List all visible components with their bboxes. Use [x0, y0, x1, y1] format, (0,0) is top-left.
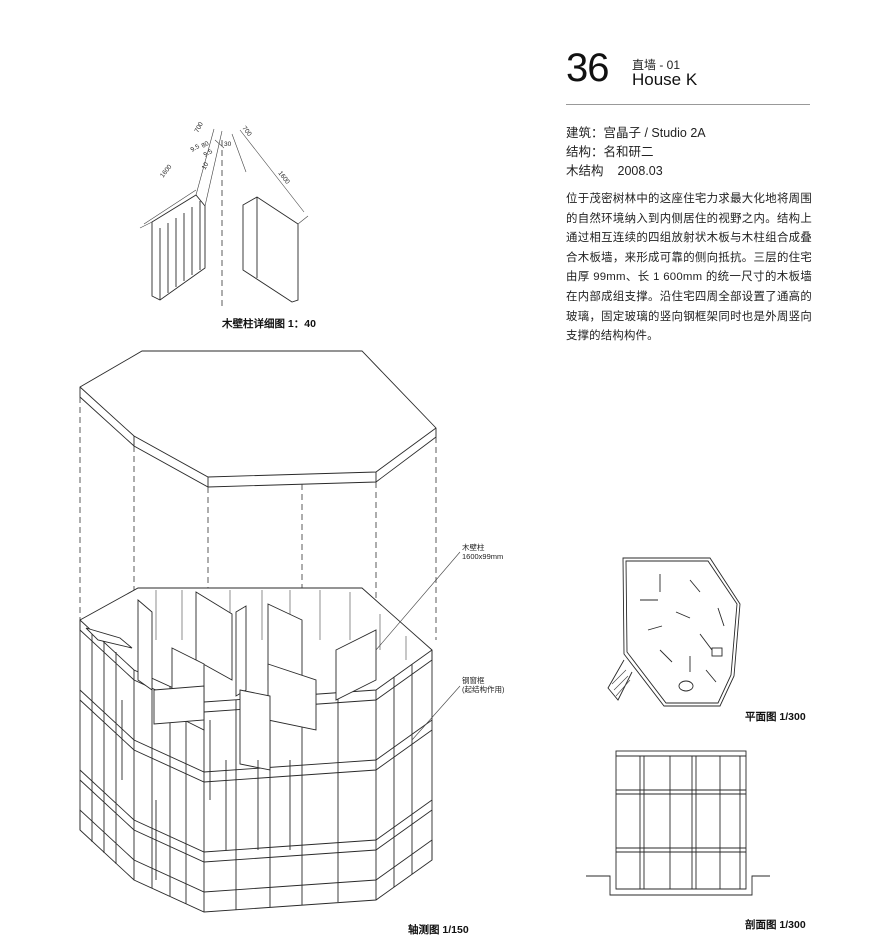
credit-timber: 木结构 2008.03 [566, 160, 663, 179]
section-label: 直墙 - 01 [632, 58, 681, 72]
dim-10: 10 [201, 161, 211, 171]
header-divider [566, 104, 810, 105]
annotation-steel-frame-name: 钢窗框 [462, 676, 485, 685]
annotation-timber-post: 木壁柱 1600x99mm [462, 543, 503, 561]
annotation-timber-post-size: 1600x99mm [462, 552, 504, 561]
dim-700-right: 700 [240, 125, 252, 138]
dim-700-left: 700 [194, 121, 205, 134]
annotation-timber-post-name: 木壁柱 [462, 543, 485, 552]
caption-section: 剖面图 1/300 [745, 919, 806, 931]
annotation-steel-frame: 钢窗框 (起结构作用) [462, 676, 505, 694]
axo-steel-frame [79, 590, 433, 912]
caption-detail: 木壁柱详细图 1：40 [222, 318, 316, 330]
dim-9-5-b: 9.5 [203, 148, 215, 159]
credit-structure: 结构：名和研二 [566, 145, 654, 159]
plan-outline [622, 557, 741, 707]
project-description: 位于茂密树林中的这座住宅力求最大化地将周围的自然环境纳入到内侧居住的视野之内。结… [566, 193, 812, 343]
detail-right-panel [242, 196, 299, 303]
dim-1600-left: 1600 [159, 163, 174, 179]
detail-left-panels [151, 194, 206, 301]
plan-stair [607, 659, 633, 701]
dim-30: 30 [224, 141, 232, 148]
credit-timber-label: 木结构 [566, 164, 604, 178]
credit-architect: 建筑：宫晶子 / Studio 2A [566, 126, 706, 140]
axo-roof [79, 350, 437, 488]
caption-plan: 平面图 1/300 [745, 711, 806, 723]
plan-interior-walls [640, 574, 725, 692]
page-number: 36 [566, 46, 609, 90]
dim-1600-right: 1600 [276, 170, 291, 186]
dim-80: 80 [201, 140, 211, 150]
annotation-steel-frame-note: (起结构作用) [462, 685, 505, 694]
caption-axonometric: 轴测图 1/150 [408, 924, 469, 936]
project-title: House K [632, 70, 698, 89]
dim-9-5-a: 9.5 [190, 143, 202, 154]
axo-floor-bands [79, 587, 433, 913]
section-building [615, 750, 747, 890]
axo-timber-panels [85, 591, 377, 880]
credit-timber-date: 2008.03 [617, 164, 663, 178]
section-ground [586, 875, 770, 896]
